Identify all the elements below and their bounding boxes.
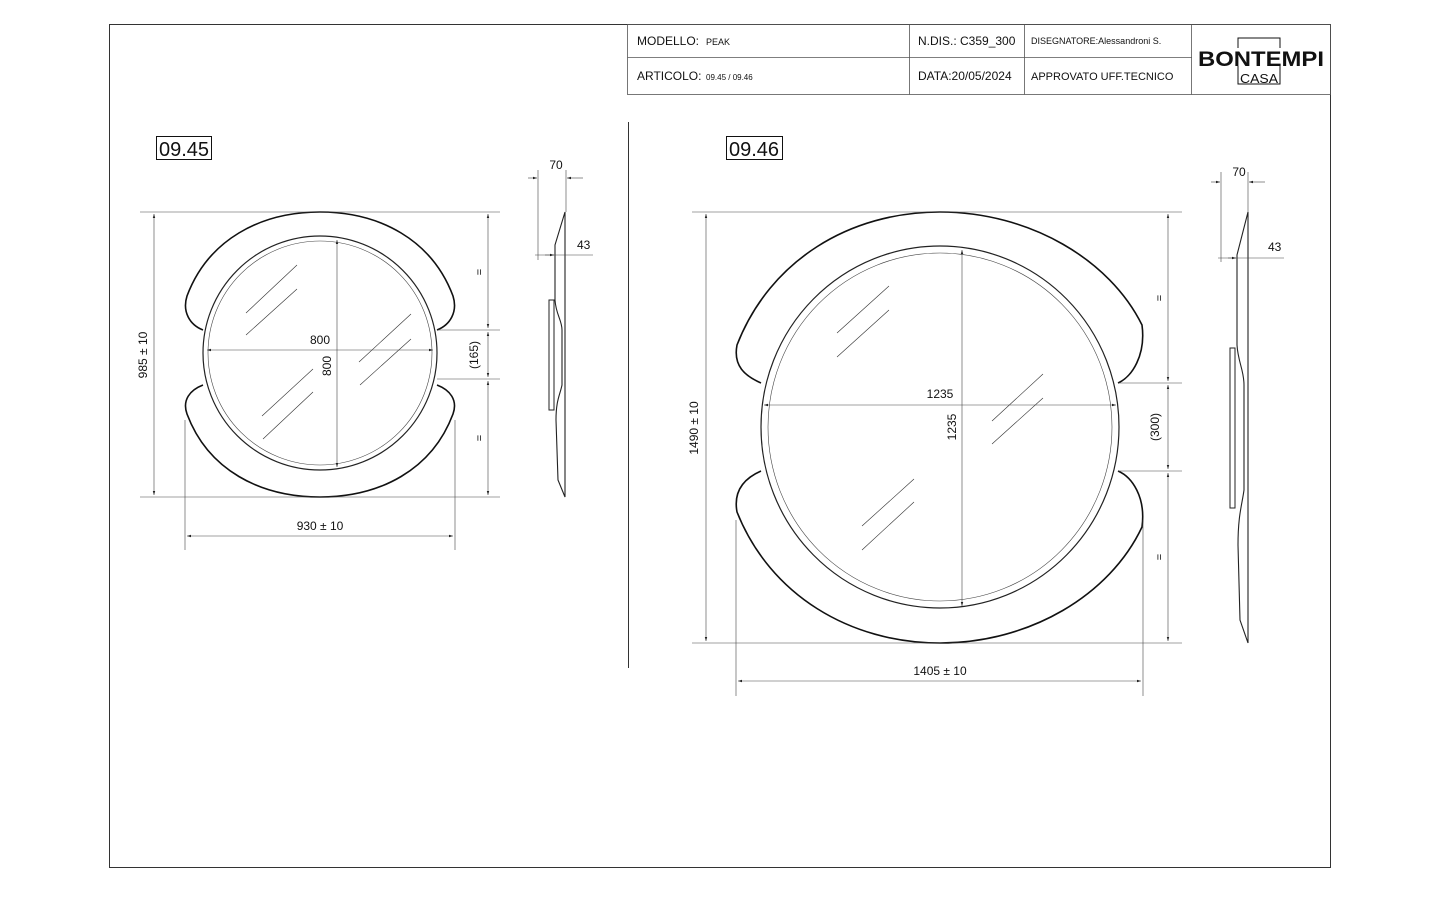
modello-label: MODELLO: — [637, 34, 699, 48]
sheet-border — [109, 24, 1331, 868]
view-code: 09.46 — [729, 139, 779, 161]
side-thickness-dim: 43 — [1268, 240, 1282, 254]
side-depth-dim: 70 — [549, 158, 563, 172]
frame-bottom — [184, 384, 456, 498]
articolo-label: ARTICOLO: — [637, 69, 701, 83]
bontempi-logo: BONTEMPI CASA — [1198, 37, 1326, 86]
mirror — [202, 235, 438, 471]
mirror-height-dim: 800 — [320, 356, 334, 376]
svg-text:BONTEMPI: BONTEMPI — [1198, 48, 1324, 71]
mirror-width-dim: 800 — [310, 333, 330, 347]
overall-width-dim: 1405 ± 10 — [913, 664, 967, 678]
title-block: MODELLO: PEAK ARTICOLO: 09.45 / 09.46 N.… — [627, 24, 1331, 95]
modello-value: PEAK — [706, 37, 730, 47]
mirror — [760, 245, 1120, 609]
overall-height-dim: 1490 ± 10 — [687, 401, 701, 455]
equal-mark: = — [1154, 554, 1166, 560]
articolo-value: 09.45 / 09.46 — [706, 73, 753, 82]
overall-width-dim: 930 ± 10 — [297, 519, 344, 533]
drawing-number: N.DIS.: C359_300 — [918, 34, 1016, 48]
view-09-46: 09.46 1235 1235 1490 ± 10 1405 ± 10 = = … — [687, 136, 1284, 696]
mirror-width-dim: 1235 — [927, 387, 954, 401]
side-depth-dim: 70 — [1232, 165, 1246, 179]
drawing-date: DATA:20/05/2024 — [918, 69, 1012, 83]
side-view: 70 43 — [528, 158, 593, 498]
equal-mark: = — [1154, 295, 1166, 301]
mirror-height-dim: 1235 — [945, 413, 959, 440]
overall-height-dim: 985 ± 10 — [136, 331, 150, 378]
frame-top — [184, 211, 456, 331]
designer: DISEGNATORE:Alessandroni S. — [1031, 36, 1161, 46]
frame-top — [735, 211, 1144, 384]
glass-reflection-icon — [245, 264, 412, 440]
approval: APPROVATO UFF.TECNICO — [1031, 71, 1174, 83]
glass-reflection-icon — [836, 285, 1044, 551]
gap-dim: (300) — [1148, 413, 1162, 441]
side-view: 70 43 — [1211, 165, 1284, 644]
equal-mark: = — [474, 269, 486, 275]
view-09-45: 09.45 800 800 985 ± 10 930 ± 10 = = ( — [136, 136, 593, 550]
equal-mark: = — [474, 435, 486, 441]
svg-text:CASA: CASA — [1240, 71, 1278, 86]
view-code: 09.45 — [159, 139, 209, 161]
frame-bottom — [735, 470, 1144, 644]
gap-dim: (165) — [467, 341, 481, 369]
side-thickness-dim: 43 — [577, 238, 591, 252]
